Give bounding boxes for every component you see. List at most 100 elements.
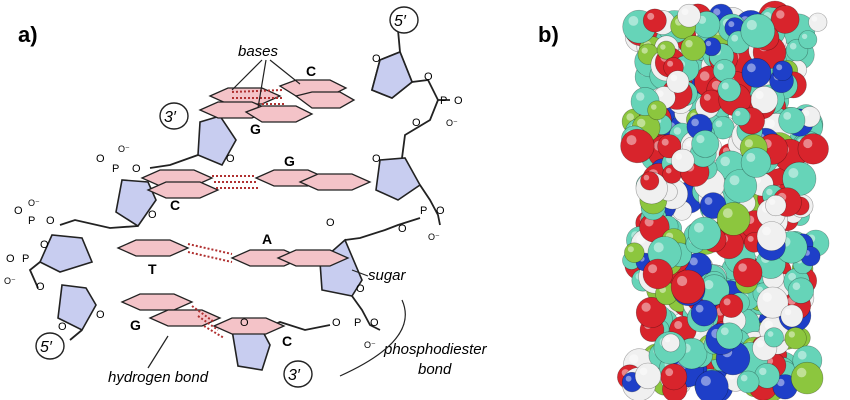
atom-p: P: [112, 163, 119, 175]
atom-highlight: [783, 112, 792, 120]
atom-sphere: [691, 129, 720, 158]
atom-highlight: [735, 110, 741, 117]
base-letter-g: G: [284, 153, 295, 169]
atom-o: O: [36, 281, 45, 293]
sugar-mid-left: [115, 179, 157, 228]
sugar-bottom-right: [231, 329, 271, 371]
atom-o-minus: O⁻: [428, 232, 440, 242]
atom-sphere: [624, 242, 645, 263]
atom-sphere: [717, 78, 742, 102]
atom-highlight: [803, 110, 810, 117]
atom-highlight: [657, 90, 664, 97]
base-letter-c: C: [306, 63, 316, 79]
three-prime-top-label: 3′: [164, 109, 177, 126]
atom-o: O: [96, 309, 105, 321]
atom-highlight: [681, 8, 689, 16]
base-ring: [294, 91, 356, 109]
backbone-bond: [411, 79, 450, 101]
atom-o: O: [454, 95, 463, 107]
backbone-bond: [59, 219, 139, 229]
atom-highlight: [629, 354, 639, 364]
atom-o: O: [326, 217, 335, 229]
atom-o: O: [148, 209, 157, 221]
atom-highlight: [801, 33, 808, 40]
base-ring: [276, 249, 350, 267]
atom-highlight: [703, 94, 711, 101]
atom-highlight: [728, 21, 735, 28]
base-ring: [146, 181, 220, 199]
atom-highlight: [626, 113, 634, 121]
atom-sphere: [778, 107, 806, 135]
backbone-bond: [401, 99, 439, 159]
atom-highlight: [797, 350, 807, 360]
five-prime-top-circle: [389, 6, 419, 34]
atom-sphere: [640, 171, 660, 191]
atom-highlight: [762, 292, 772, 302]
atom-highlight: [675, 153, 683, 160]
sugar-label: sugar: [368, 267, 407, 284]
atom-highlight: [704, 280, 714, 290]
atom-highlight: [777, 378, 785, 387]
atom-o: O: [14, 205, 23, 217]
atom-o-minus: O⁻: [4, 276, 16, 286]
atom-highlight: [720, 327, 729, 336]
atom-highlight: [747, 63, 756, 73]
atom-highlight: [788, 331, 795, 338]
atom-sphere: [765, 194, 787, 217]
atom-highlight: [637, 118, 646, 128]
atom-highlight: [639, 367, 648, 376]
atom-highlight: [699, 71, 710, 81]
atom-o: O: [424, 71, 433, 83]
atom-sphere: [763, 327, 784, 348]
atom-sphere: [740, 13, 776, 49]
atom-highlight: [721, 82, 729, 90]
atom-highlight: [636, 92, 645, 101]
atom-highlight: [769, 198, 776, 205]
atom-sphere: [770, 5, 800, 34]
atom-sphere: [797, 133, 829, 165]
hydrogen-bond-pointer-line: [147, 335, 169, 369]
base-letter-c: C: [170, 197, 180, 213]
structural-diagram: C G G C T A G C O O P O O⁻ O O P O O⁻ O: [4, 6, 488, 388]
base-letter-t: T: [148, 261, 157, 277]
atom-o: O: [398, 223, 407, 235]
atom-highlight: [731, 34, 739, 42]
base-ring: [244, 105, 314, 123]
sugar-low-left: [38, 234, 94, 273]
atom-highlight: [803, 138, 813, 149]
atom-sphere: [740, 147, 772, 178]
atom-sphere: [694, 369, 729, 400]
panel-a-label: a): [18, 22, 38, 47]
atom-highlight: [776, 10, 785, 19]
atom-o-minus: O⁻: [28, 198, 40, 208]
atom-highlight: [660, 44, 666, 50]
atom-sphere: [635, 296, 667, 328]
atom-highlight: [643, 174, 650, 181]
backbone-bond: [351, 295, 381, 331]
atom-sphere: [756, 286, 789, 319]
atom-sphere: [790, 361, 824, 395]
atom-sphere: [741, 58, 772, 88]
atom-sphere: [647, 100, 667, 121]
atom-sphere: [756, 221, 787, 252]
atom-highlight: [792, 282, 801, 291]
space-filling-model: [617, 0, 830, 400]
atom-o: O: [372, 53, 381, 65]
atom-o: O: [356, 283, 365, 295]
atom-sphere: [784, 327, 807, 350]
atom-highlight: [756, 286, 763, 293]
atom-sphere: [677, 3, 701, 28]
atom-highlight: [811, 16, 818, 22]
atom-o-minus: O⁻: [364, 340, 376, 350]
atom-sphere: [661, 333, 681, 353]
sugar-top-right: [371, 50, 413, 99]
atom-o-minus: O⁻: [446, 118, 458, 128]
panel-b-label: b): [538, 22, 559, 47]
atom-o: O: [6, 253, 15, 265]
atom-highlight: [713, 8, 721, 16]
atom-sphere: [666, 70, 690, 94]
atom-o: O: [370, 317, 379, 329]
atom-highlight: [661, 138, 669, 146]
atom-highlight: [674, 321, 683, 329]
atom-highlight: [717, 63, 724, 70]
